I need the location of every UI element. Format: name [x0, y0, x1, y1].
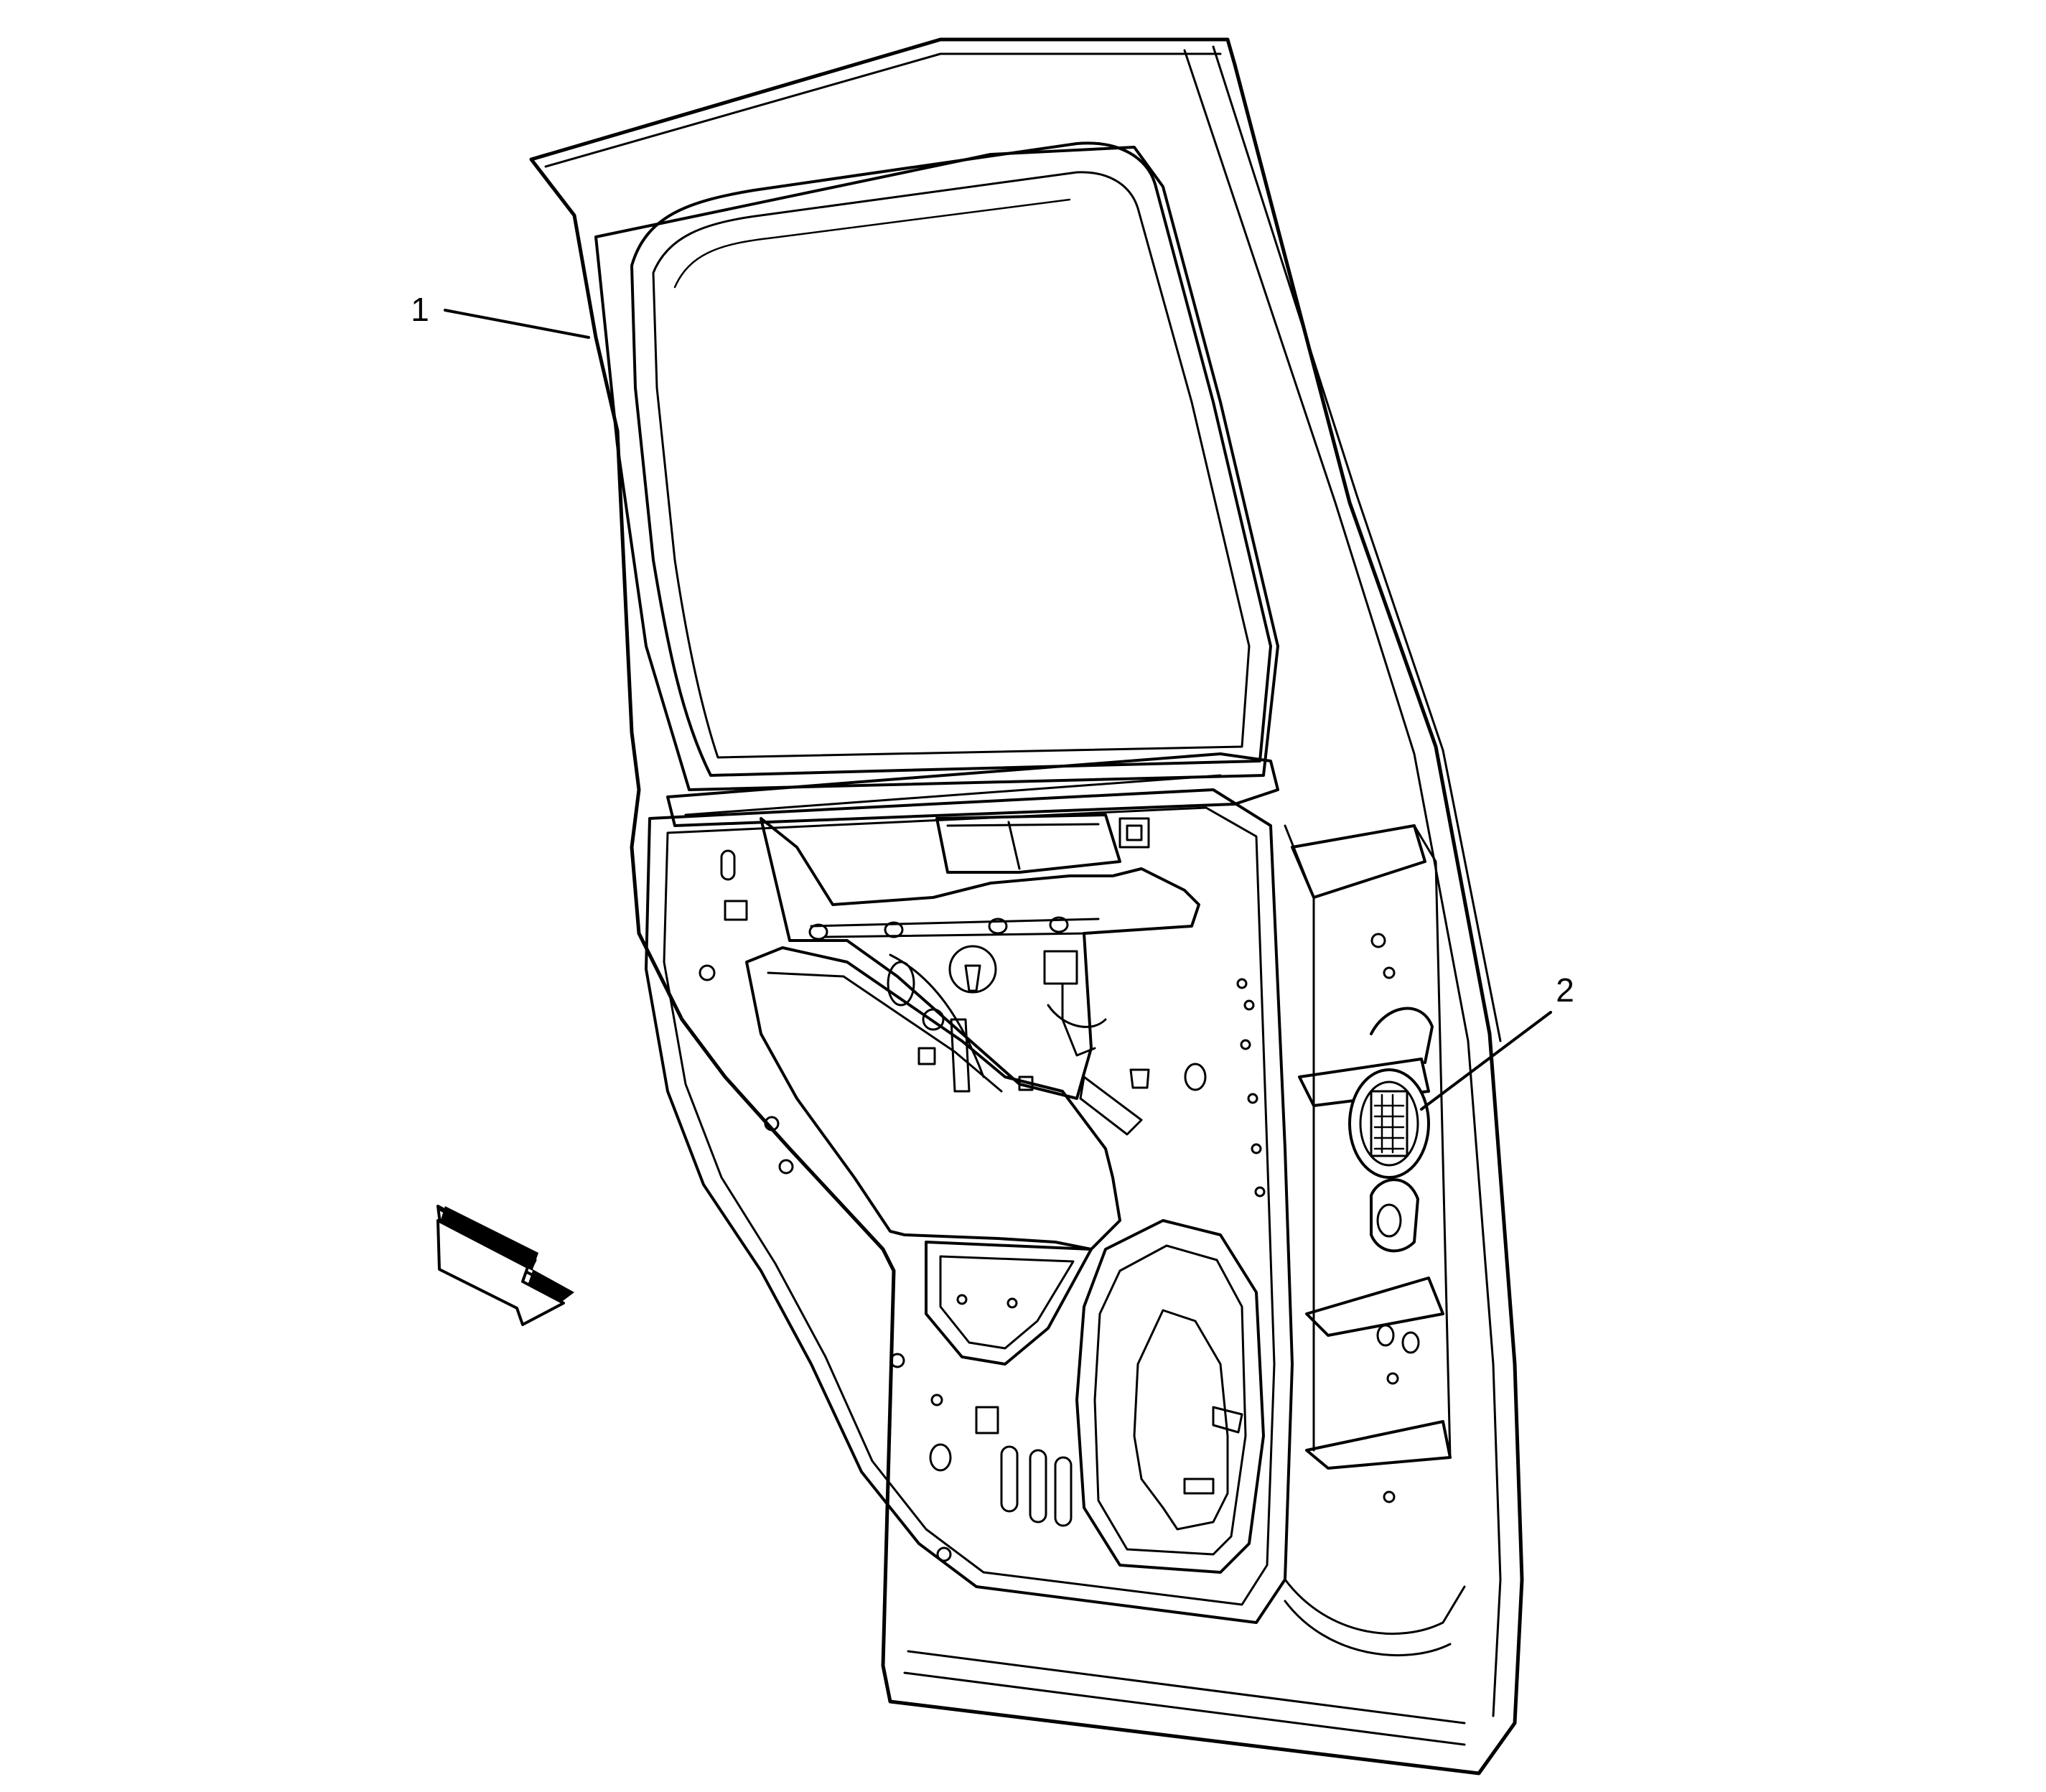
- callout-2: 2: [1420, 971, 1574, 1111]
- belt-line-strip: [666, 752, 1279, 827]
- callout-2-label: 2: [1556, 971, 1574, 1009]
- drain-slots: [975, 1406, 1073, 1527]
- mounting-holes: [699, 849, 1266, 1562]
- inner-panel: [645, 788, 1294, 1624]
- panel-cutout: [745, 946, 1121, 1251]
- callout-1-label: 1: [411, 291, 429, 328]
- regulator-assembly: [760, 817, 1200, 1136]
- callout-1: 1: [411, 291, 590, 339]
- wiring-harness-connector: [1348, 1007, 1434, 1253]
- speaker-opening: [1075, 1219, 1265, 1574]
- lower-pocket: [925, 1241, 1093, 1366]
- handle-pocket: [935, 813, 1150, 874]
- direction-arrow-icon: [436, 1205, 574, 1326]
- door-outer-shell: [529, 37, 1524, 1775]
- window-frame: [594, 141, 1279, 791]
- hinge-side-edge: [1284, 824, 1466, 1656]
